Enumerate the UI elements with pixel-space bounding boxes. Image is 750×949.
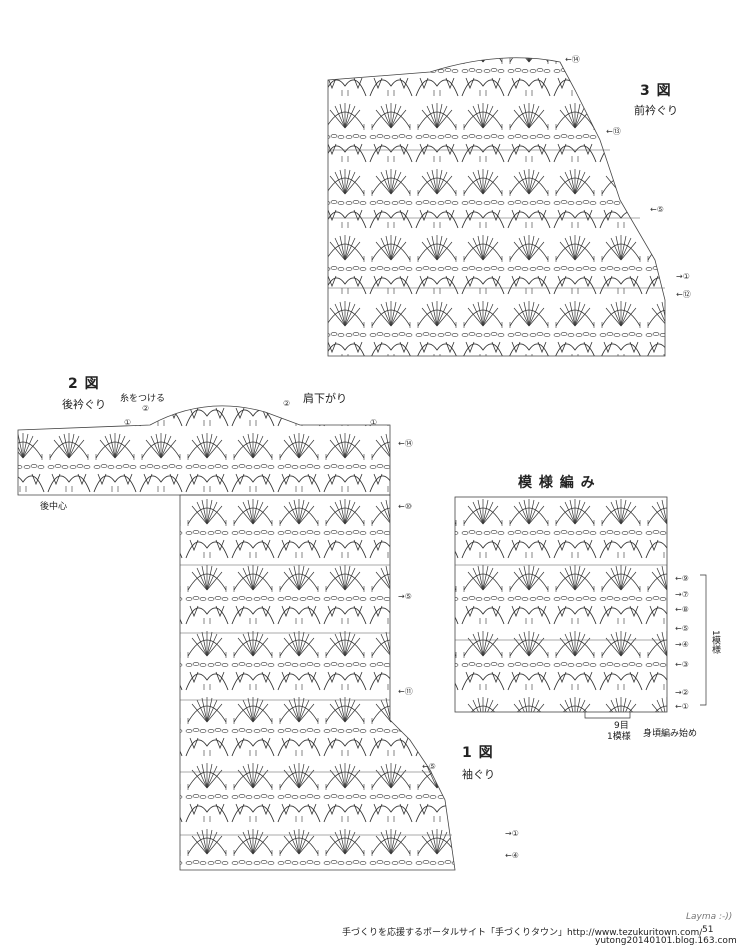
fig3-row-label: ←⑭ [565,55,580,64]
fig2-top-mark: ① [124,418,132,427]
pattern-row-label: →⑦ [675,590,689,599]
repeat-width-note: 1模様 [607,732,631,742]
stitch-width-note: 9目 [614,721,629,731]
fig3-row-label: →① [676,272,690,281]
figure-1-title: 1 図 [462,745,494,761]
fig1-row-label: ←④ [505,851,519,860]
pattern-title: 模 様 編 み [518,475,596,491]
pattern-row-label: ←① [675,702,689,711]
pattern-swatch-chart [454,496,707,719]
start-note: 身頃編み始め [643,729,698,739]
figure-3-chart [327,57,666,357]
pattern-row-label: →④ [675,640,689,649]
blog-url: yutong20140101.blog.163.com [595,936,737,946]
pattern-row-label: ←⑧ [675,605,689,614]
fig3-row-label: ←⑫ [676,290,691,299]
fig1-row-label: ←⑤ [422,762,436,771]
fig2-row-label: ←⑪ [398,687,413,696]
fig2-row-label: →⑤ [398,592,412,601]
shoulder-slope-note: 肩下がり [303,392,347,405]
figure-3-title: 3 図 [640,83,672,99]
pattern-row-label: →② [675,688,689,697]
fig2-top-mark: ② [142,404,150,413]
back-center-note: 後中心 [40,502,68,512]
fig2-top-mark: ② [283,399,291,408]
page-number: 51 [702,925,714,935]
figure-2-chart [17,405,456,871]
fig2-row-label: ←⑩ [398,502,412,511]
figure-2-subtitle: 後衿ぐり [62,398,106,411]
fig1-row-label: →① [505,829,519,838]
footer-text: 手づくりを応援するポータルサイト「手づくりタウン」http://www.tezu… [342,928,703,938]
pattern-row-label: ←⑨ [675,574,689,583]
pattern-row-label: ←③ [675,660,689,669]
figure-2-title: 2 図 [68,376,100,392]
repeat-label: 1模様 [710,630,720,654]
fig3-row-label: ←⑬ [606,127,621,136]
fig2-row-label: ←⑭ [398,439,413,448]
watermark: Layma :-)) [686,912,733,922]
fig3-row-label: ←⑤ [650,205,664,214]
fig2-top-mark: ① [370,418,378,427]
figure-1-subtitle: 袖ぐり [462,768,495,781]
pattern-row-label: ←⑤ [675,624,689,633]
attach-yarn-note: 糸をつける [120,394,166,404]
figure-3-subtitle: 前衿ぐり [634,104,678,117]
